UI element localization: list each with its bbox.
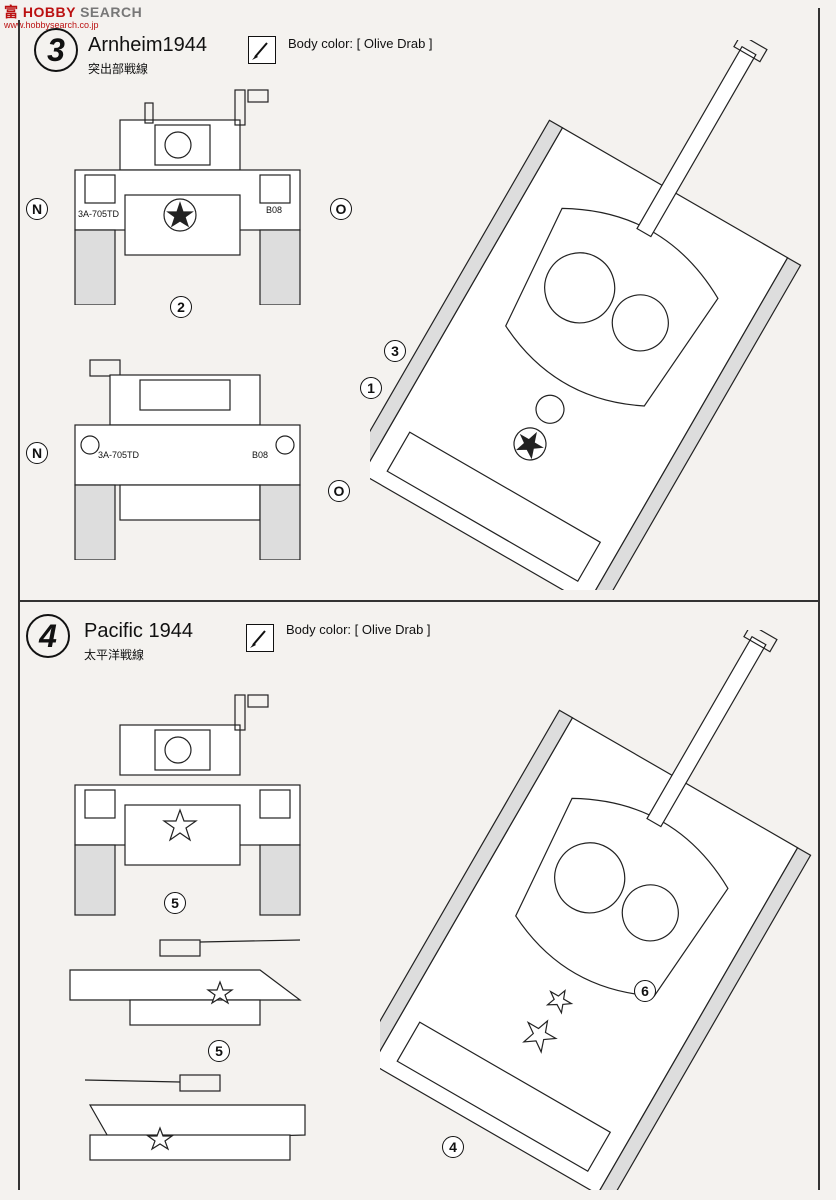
callout-5-side: 5: [208, 1040, 230, 1062]
watermark-prefix: 富: [4, 4, 19, 20]
section-subtitle: 太平洋戦線: [84, 648, 145, 662]
right-border-lower: [818, 600, 820, 1190]
plate-left: 3A-705TD: [78, 209, 120, 219]
callout-1: 1: [360, 377, 382, 399]
tank-side-view-rear: [84, 1074, 306, 1161]
callout-6: 6: [634, 980, 656, 1002]
plate-right: B08: [266, 205, 282, 215]
section-title: Pacific 1944: [84, 620, 193, 642]
tank-top-view: [370, 40, 802, 590]
body-color-label: Body color:: [288, 36, 354, 51]
tank-side-view: [69, 939, 302, 1026]
watermark-brand: HOBBY: [22, 4, 76, 20]
callout-3: 3: [384, 340, 406, 362]
tank-front-view: [74, 694, 301, 916]
callout-5-front: 5: [164, 892, 186, 914]
tank-rear-view: 3A-705TD B08: [74, 359, 301, 560]
watermark: 富 HOBBY SEARCH: [4, 2, 142, 22]
body-color-value: [ Olive Drab ]: [356, 36, 433, 51]
rear-plate-left: 3A-705TD: [98, 450, 140, 460]
paint-brush-icon: [246, 624, 274, 652]
section-number-badge: 4: [26, 614, 70, 658]
section-subtitle: 突出部戦線: [88, 62, 149, 76]
watermark-sub: SEARCH: [80, 4, 143, 20]
callout-o-top: O: [330, 198, 352, 220]
body-color-label: Body color:: [286, 622, 352, 637]
section-3: 3 Arnheim1944 突出部戦線 Body color: [ Olive …: [26, 28, 802, 590]
rear-plate-right: B08: [252, 450, 268, 460]
body-color: Body color: [ Olive Drab ]: [286, 622, 431, 637]
body-color-value: [ Olive Drab ]: [354, 622, 431, 637]
callout-4: 4: [442, 1136, 464, 1158]
watermark-url: www.hobbysearch.co.jp: [4, 20, 99, 30]
callout-n-top: N: [26, 198, 48, 220]
callout-n-bottom: N: [26, 442, 48, 464]
callout-2: 2: [170, 296, 192, 318]
tank-front-view: 3A-705TD B08: [74, 89, 301, 305]
left-border-lower: [18, 600, 20, 1190]
left-border: [18, 20, 20, 600]
divider: [18, 600, 818, 602]
section-number-badge: 3: [34, 28, 78, 72]
tank-top-view: [380, 630, 812, 1190]
section-title: Arnheim1944: [88, 34, 207, 56]
right-border: [818, 8, 820, 600]
section-4: 4 Pacific 1944 太平洋戦線 Body color: [ Olive…: [0, 600, 836, 1200]
paint-brush-icon: [248, 36, 276, 64]
callout-o-bottom: O: [328, 480, 350, 502]
body-color: Body color: [ Olive Drab ]: [288, 36, 433, 51]
